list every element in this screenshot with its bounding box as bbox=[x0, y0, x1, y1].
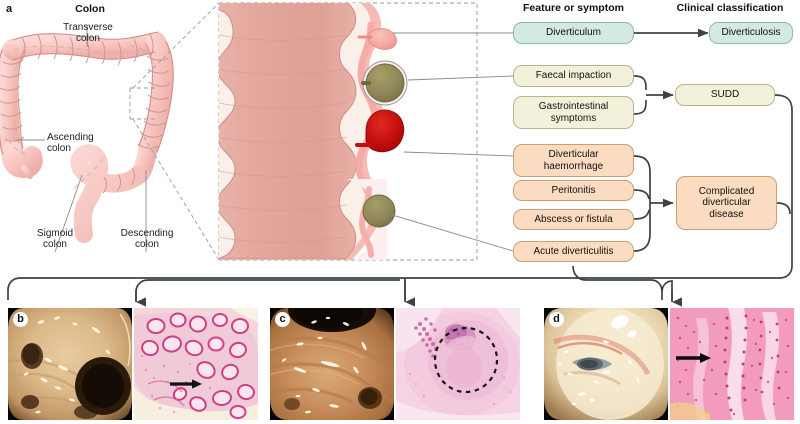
histology-c-image bbox=[396, 308, 520, 420]
label-transverse-line1: Transverse bbox=[63, 22, 113, 33]
classification-column-header: Clinical classification bbox=[676, 2, 784, 14]
classification-box-complicated-diverticular-disease[interactable]: Complicated diverticular disease bbox=[676, 176, 777, 230]
haemorrhage-line1: Diverticular bbox=[548, 149, 599, 161]
photo-b-histology bbox=[134, 308, 258, 420]
classification-box-sudd[interactable]: SUDD bbox=[675, 84, 775, 106]
endoscopy-b-image bbox=[8, 308, 132, 420]
photo-c-endoscopy: c bbox=[270, 308, 394, 420]
feature-box-faecal-impaction[interactable]: Faecal impaction bbox=[513, 65, 634, 87]
endoscopy-d-image bbox=[544, 308, 668, 420]
complicated-line1: Complicated bbox=[698, 186, 755, 198]
label-transverse-colon: Transverse colon bbox=[48, 22, 128, 44]
histology-b-arrow bbox=[170, 379, 202, 389]
feature-box-peritonitis[interactable]: Peritonitis bbox=[513, 180, 634, 201]
feature-box-diverticular-haemorrhage[interactable]: Diverticular haemorrhage bbox=[513, 144, 634, 177]
feature-box-acute-diverticulitis[interactable]: Acute diverticulitis bbox=[513, 241, 634, 262]
photo-c-histology bbox=[396, 308, 520, 420]
photo-letter-c: c bbox=[275, 312, 290, 327]
endoscopy-c-image bbox=[270, 308, 394, 420]
photo-d-histology bbox=[670, 308, 794, 420]
gi-symptoms-line2: symptoms bbox=[550, 112, 597, 124]
photo-b-endoscopy: b bbox=[8, 308, 132, 420]
feature-faecal-impaction bbox=[361, 60, 408, 106]
panel-letter-a: a bbox=[6, 3, 13, 15]
complicated-line2: diverticular bbox=[702, 197, 751, 209]
feature-column-header: Feature or symptom bbox=[523, 2, 624, 14]
complicated-line3: disease bbox=[709, 208, 744, 220]
histology-d-image bbox=[670, 308, 794, 420]
feature-acute-diverticulitis bbox=[362, 194, 396, 228]
colon-cross-section-detail bbox=[219, 3, 408, 260]
label-transverse-line2: colon bbox=[76, 33, 100, 45]
histology-d-arrow bbox=[676, 353, 711, 363]
feature-box-abscess-or-fistula[interactable]: Abscess or fistula bbox=[513, 209, 634, 230]
gi-symptoms-line1: Gastrointestinal bbox=[538, 101, 609, 113]
feature-diverticulum bbox=[357, 28, 397, 50]
haemorrhage-line2: haemorrhage bbox=[543, 160, 604, 172]
classification-box-diverticulosis[interactable]: Diverticulosis bbox=[709, 22, 793, 44]
photo-d-endoscopy: d bbox=[544, 308, 668, 420]
histology-b-image bbox=[134, 308, 258, 420]
panel-a-title: Colon bbox=[75, 3, 105, 15]
histology-c-dashed-circle bbox=[433, 326, 499, 394]
feature-box-gastrointestinal-symptoms[interactable]: Gastrointestinal symptoms bbox=[513, 96, 634, 129]
photo-letter-b: b bbox=[13, 312, 28, 327]
photo-letter-d: d bbox=[549, 312, 564, 327]
feature-box-diverticulum[interactable]: Diverticulum bbox=[513, 22, 634, 44]
